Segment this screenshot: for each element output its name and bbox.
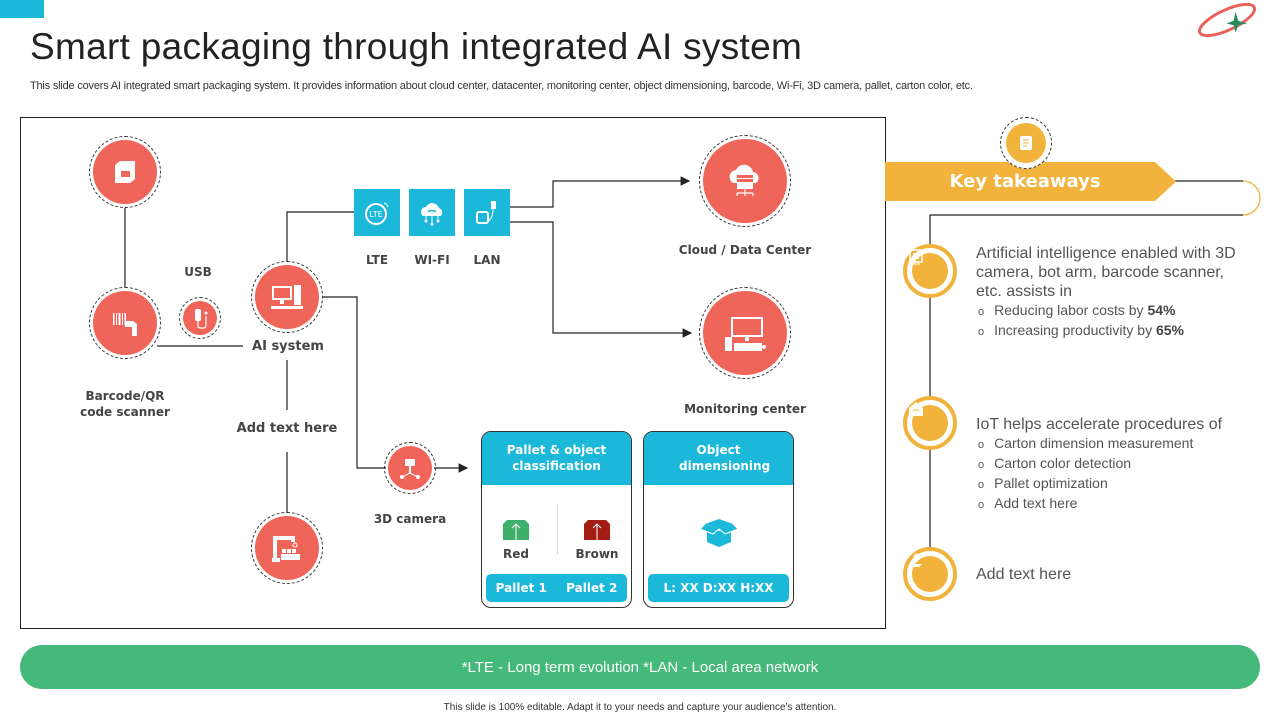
box-icon bbox=[115, 161, 135, 183]
robot-arm-icon bbox=[272, 536, 300, 562]
diagram-frame bbox=[20, 117, 886, 629]
takeaway-2-node bbox=[903, 396, 957, 450]
bullet: Increasing productivity by 65% bbox=[976, 321, 1246, 341]
usb-label: USB bbox=[184, 265, 212, 279]
bullet: Add text here bbox=[976, 494, 1256, 514]
robot-node-ring bbox=[251, 512, 323, 584]
computer-icon bbox=[271, 285, 303, 309]
object-dimensioning-card: Object dimensioning L: XX D:XX H:XX bbox=[643, 431, 794, 608]
card-title: Object dimensioning bbox=[644, 432, 793, 485]
bullet: Pallet optimization bbox=[976, 474, 1256, 494]
box-node bbox=[93, 140, 157, 204]
monitor-node-ring bbox=[699, 287, 791, 379]
3d-camera-icon bbox=[400, 459, 420, 479]
document-icon bbox=[1020, 136, 1032, 150]
open-box-icon bbox=[699, 519, 739, 547]
monitoring-center-node bbox=[703, 291, 787, 375]
cloud-server-icon bbox=[729, 164, 759, 196]
pallet-1: Pallet 1 bbox=[495, 581, 547, 595]
pallet-2: Pallet 2 bbox=[566, 581, 618, 595]
lan-label: LAN bbox=[473, 253, 501, 267]
lte-label: LTE bbox=[365, 253, 389, 267]
takeaways-banner bbox=[885, 162, 1176, 201]
lan-tile bbox=[464, 189, 510, 236]
monitor-icon bbox=[725, 317, 766, 351]
3d-camera-label: 3D camera bbox=[373, 512, 447, 526]
lte-icon: LTE bbox=[365, 202, 389, 225]
pallet-classification-card: Pallet & object classification Red Brown… bbox=[481, 431, 632, 608]
takeaway-1-text: Artificial intelligence enabled with 3D … bbox=[976, 245, 1236, 300]
barcode-node-ring bbox=[89, 287, 161, 359]
pallet-bar: Pallet 1 Pallet 2 bbox=[486, 574, 627, 602]
page-title: Smart packaging through integrated AI sy… bbox=[30, 26, 803, 67]
takeaways-title: Key takeaways bbox=[949, 171, 1101, 192]
takeaway-2: IoT helps accelerate procedures of Carto… bbox=[976, 415, 1256, 514]
hand-gear-icon bbox=[909, 553, 922, 567]
usb-icon bbox=[195, 309, 208, 329]
smart-home-icon bbox=[909, 402, 923, 416]
bullet: Carton dimension measurement bbox=[976, 434, 1256, 454]
wifi-cloud-icon bbox=[421, 202, 443, 225]
corner-accent bbox=[0, 0, 44, 18]
footer-text: This slide is 100% editable. Adapt it to… bbox=[443, 702, 837, 713]
ai-system-label: AI system bbox=[252, 339, 324, 354]
barcode-scanner-label: Barcode/QR code scanner bbox=[80, 389, 170, 419]
add-text-label: Add text here bbox=[236, 421, 338, 436]
wifi-label: WI-FI bbox=[414, 253, 450, 267]
brown-box-icon bbox=[584, 520, 610, 540]
takeaway-3-text: Add text here bbox=[976, 566, 1072, 583]
dimensions-bar: L: XX D:XX H:XX bbox=[648, 574, 789, 602]
barcode-scanner-icon bbox=[113, 313, 137, 336]
ai-system-node bbox=[255, 265, 319, 329]
3d-camera-node bbox=[388, 446, 432, 490]
lan-cable-icon bbox=[476, 200, 496, 224]
red-label: Red bbox=[503, 547, 529, 561]
page-subtitle: This slide covers AI integrated smart pa… bbox=[30, 80, 973, 92]
cloud-node-ring bbox=[699, 135, 791, 227]
takeaways-node bbox=[1006, 123, 1046, 163]
camera-node-ring bbox=[384, 442, 436, 494]
brown-label: Brown bbox=[575, 547, 619, 561]
camera-device-icon bbox=[909, 249, 923, 265]
abbreviation-note: *LTE - Long term evolution *LAN - Local … bbox=[20, 645, 1260, 689]
bullet: Carton color detection bbox=[976, 454, 1256, 474]
takeaway-1: Artificial intelligence enabled with 3D … bbox=[976, 244, 1246, 341]
takeaway-1-node bbox=[903, 244, 957, 298]
green-box-icon bbox=[503, 520, 529, 540]
robot-arm-node bbox=[255, 516, 319, 580]
bullet: Reducing labor costs by 54% bbox=[976, 301, 1246, 321]
card-title: Pallet & object classification bbox=[482, 432, 631, 485]
cloud-data-center-label: Cloud / Data Center bbox=[678, 243, 812, 257]
usb-node bbox=[183, 301, 217, 335]
monitoring-center-label: Monitoring center bbox=[684, 402, 806, 416]
svg-text:LTE: LTE bbox=[369, 210, 382, 219]
ai-node-ring bbox=[251, 261, 323, 333]
usb-node-ring bbox=[179, 297, 221, 339]
cloud-data-center-node bbox=[703, 139, 787, 223]
takeaway-3-node bbox=[903, 547, 957, 601]
lte-tile: LTE bbox=[354, 189, 400, 236]
barcode-scanner-node bbox=[93, 291, 157, 355]
wifi-tile bbox=[409, 189, 455, 236]
takeaway-2-text: IoT helps accelerate procedures of bbox=[976, 416, 1223, 433]
box-node-ring bbox=[89, 136, 161, 208]
logo-icon bbox=[1197, 2, 1257, 38]
